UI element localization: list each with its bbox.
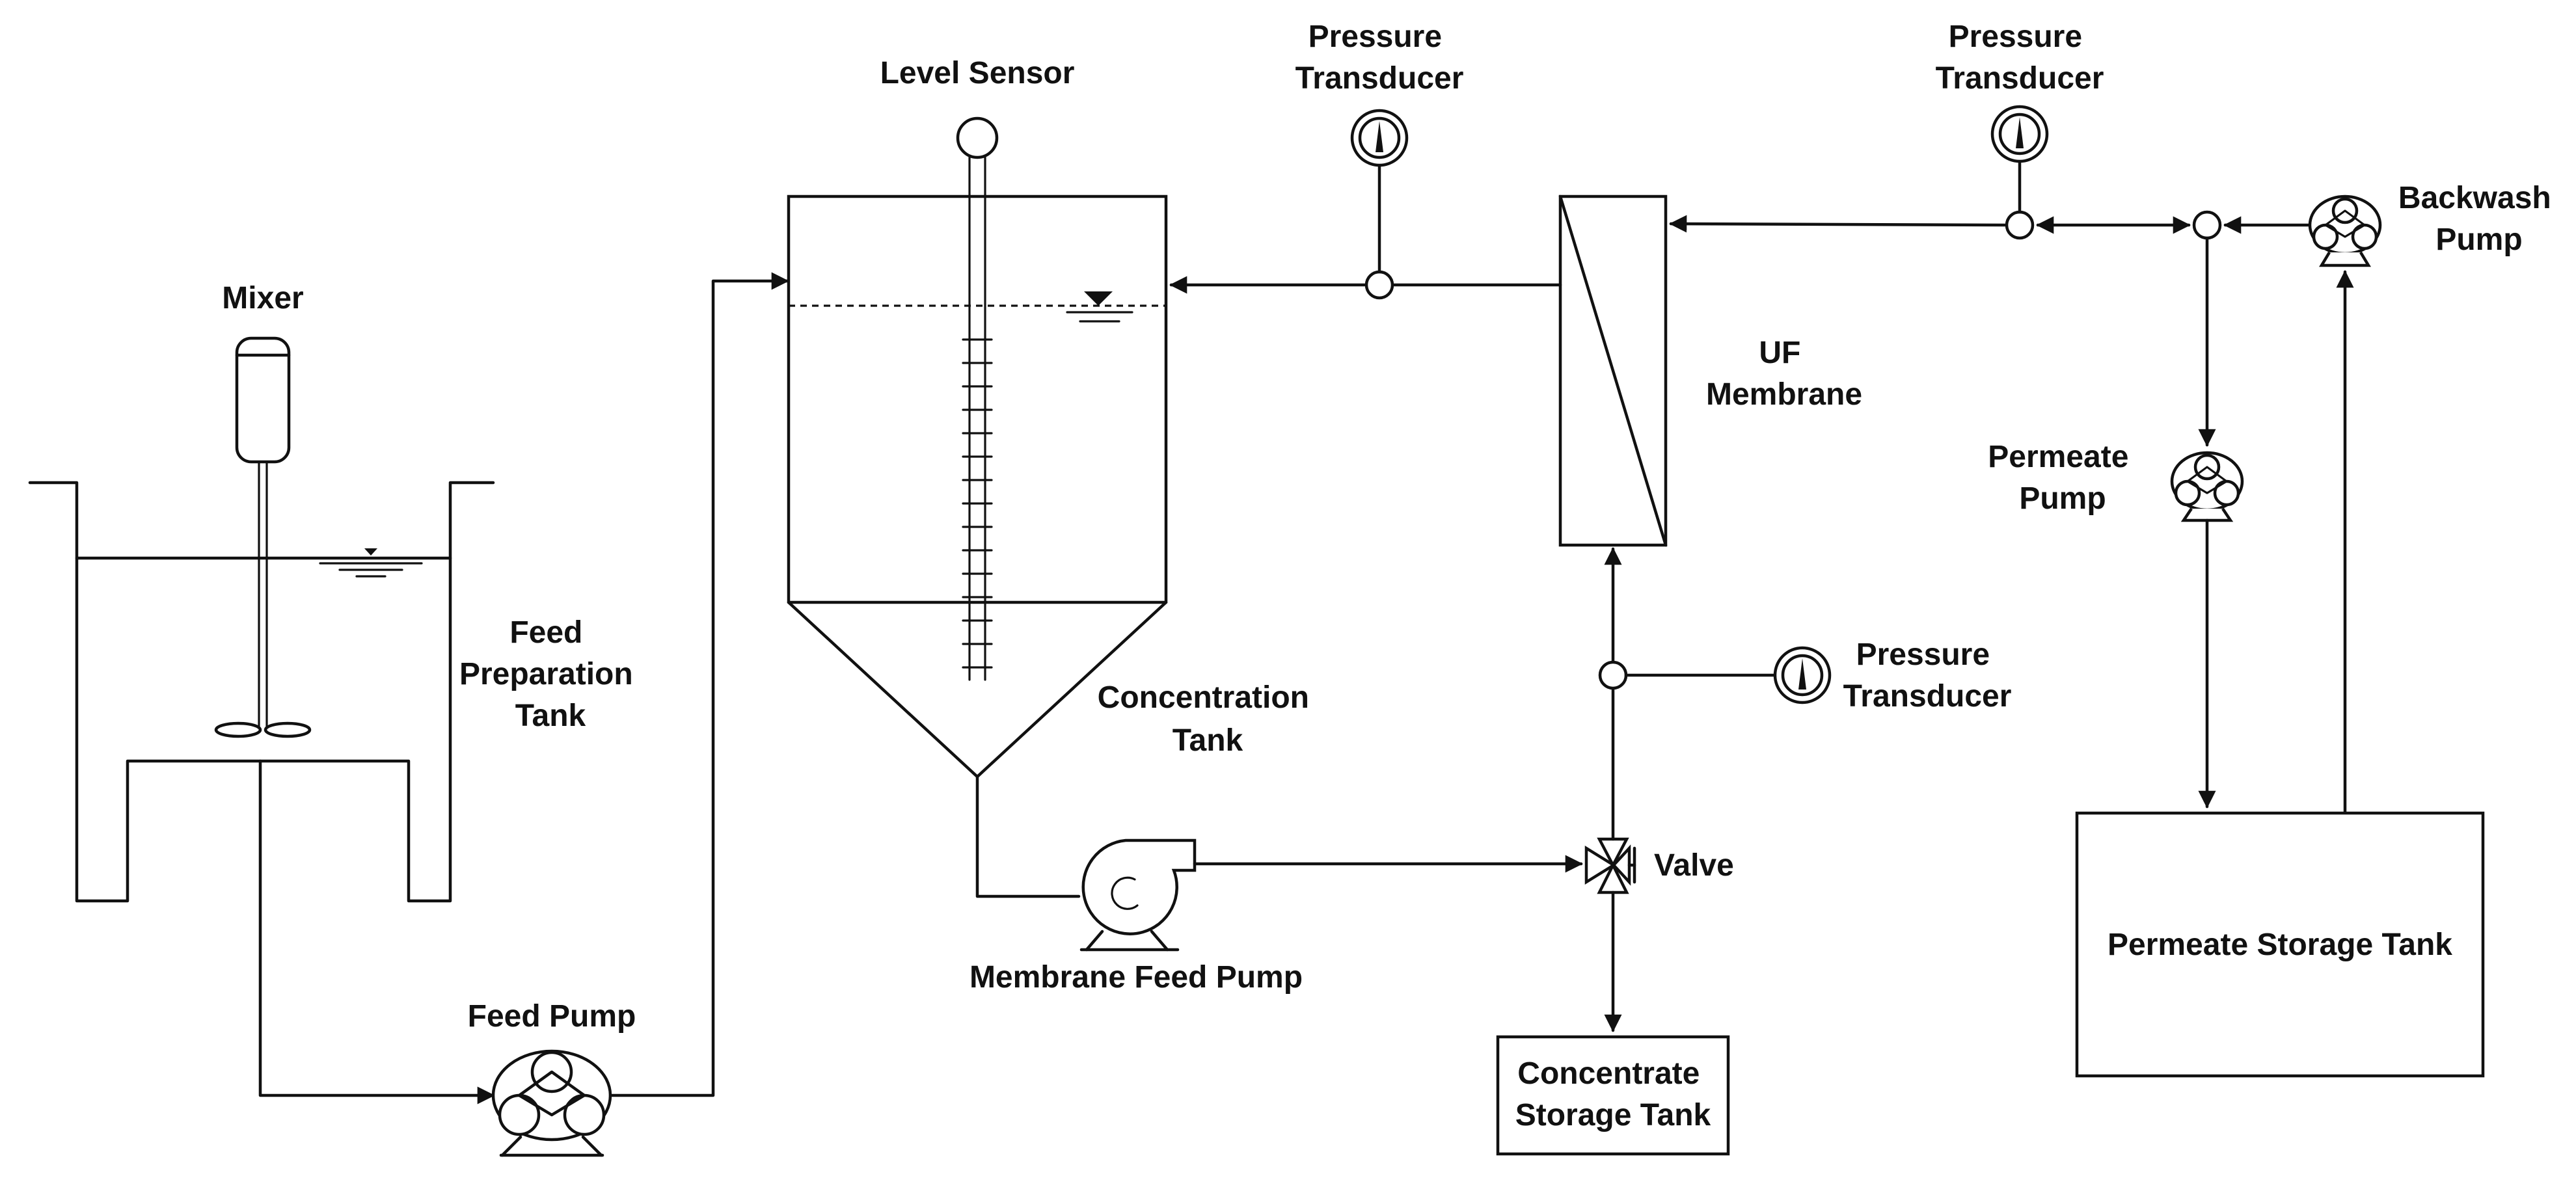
junction-node — [2192, 210, 2222, 240]
concentrate-tank-label: Concentrate Storage Tank — [1515, 1056, 1711, 1132]
mixer-label: Mixer — [222, 281, 303, 315]
concentration-tank-label: Concentration Tank — [1098, 680, 1318, 758]
peristaltic-pump-icon — [2308, 194, 2382, 267]
pressure-gauge-icon — [1773, 646, 1832, 704]
valve-label: Valve — [1654, 848, 1734, 883]
permeate-storage-tank: Permeate Storage Tank — [2075, 811, 2485, 1078]
level-sensor-label: Level Sensor — [880, 56, 1075, 90]
water-level-icon — [319, 548, 423, 578]
centrifugal-pump-icon — [1079, 838, 1197, 952]
feed-pump-label: Feed Pump — [468, 999, 636, 1034]
pipe-feed-pump-to-concentration-tank — [608, 272, 789, 1097]
peristaltic-pump-icon — [491, 1049, 612, 1157]
junction-node — [1364, 270, 1394, 300]
pressure-gauge-icon — [1350, 109, 1409, 167]
level-sensor-icon — [956, 116, 999, 681]
uf-membrane — [1558, 194, 1668, 547]
pressure-transducer-mid-label: Pressure Transducer — [1843, 637, 2012, 714]
permeate-pump-label: Permeate Pump — [1988, 440, 2137, 516]
feed-tank-label: Feed Preparation Tank — [459, 615, 642, 733]
feed-preparation-tank: Feed Preparation Tank — [28, 481, 642, 903]
pipe-tank-to-membrane-feed-pump — [975, 775, 1081, 898]
pressure-transducer-top-left-label: Pressure Transducer — [1295, 20, 1464, 96]
junction-node — [1598, 660, 1628, 690]
concentrate-storage-tank: Concentrate Storage Tank — [1496, 1035, 1730, 1156]
pipe-membrane-permeate-line — [1669, 215, 2009, 233]
valve-icon — [1584, 837, 1636, 894]
backwash-pump-label: Backwash Pump — [2398, 181, 2560, 257]
uf-membrane-label: UF Membrane — [1706, 336, 1862, 412]
pressure-gauge-icon — [1990, 105, 2049, 163]
concentration-tank — [787, 194, 1168, 779]
peristaltic-pump-icon — [2170, 451, 2244, 522]
mixer-icon — [214, 336, 312, 738]
water-level-icon — [1066, 291, 1133, 323]
pressure-transducer-top-right-label: Pressure Transducer — [1936, 20, 2104, 96]
permeate-tank-label: Permeate Storage Tank — [2108, 928, 2452, 962]
pipe-tank-to-feed-pump — [258, 759, 495, 1104]
membrane-feed-pump-label: Membrane Feed Pump — [969, 960, 1303, 995]
junction-node — [2005, 210, 2035, 240]
